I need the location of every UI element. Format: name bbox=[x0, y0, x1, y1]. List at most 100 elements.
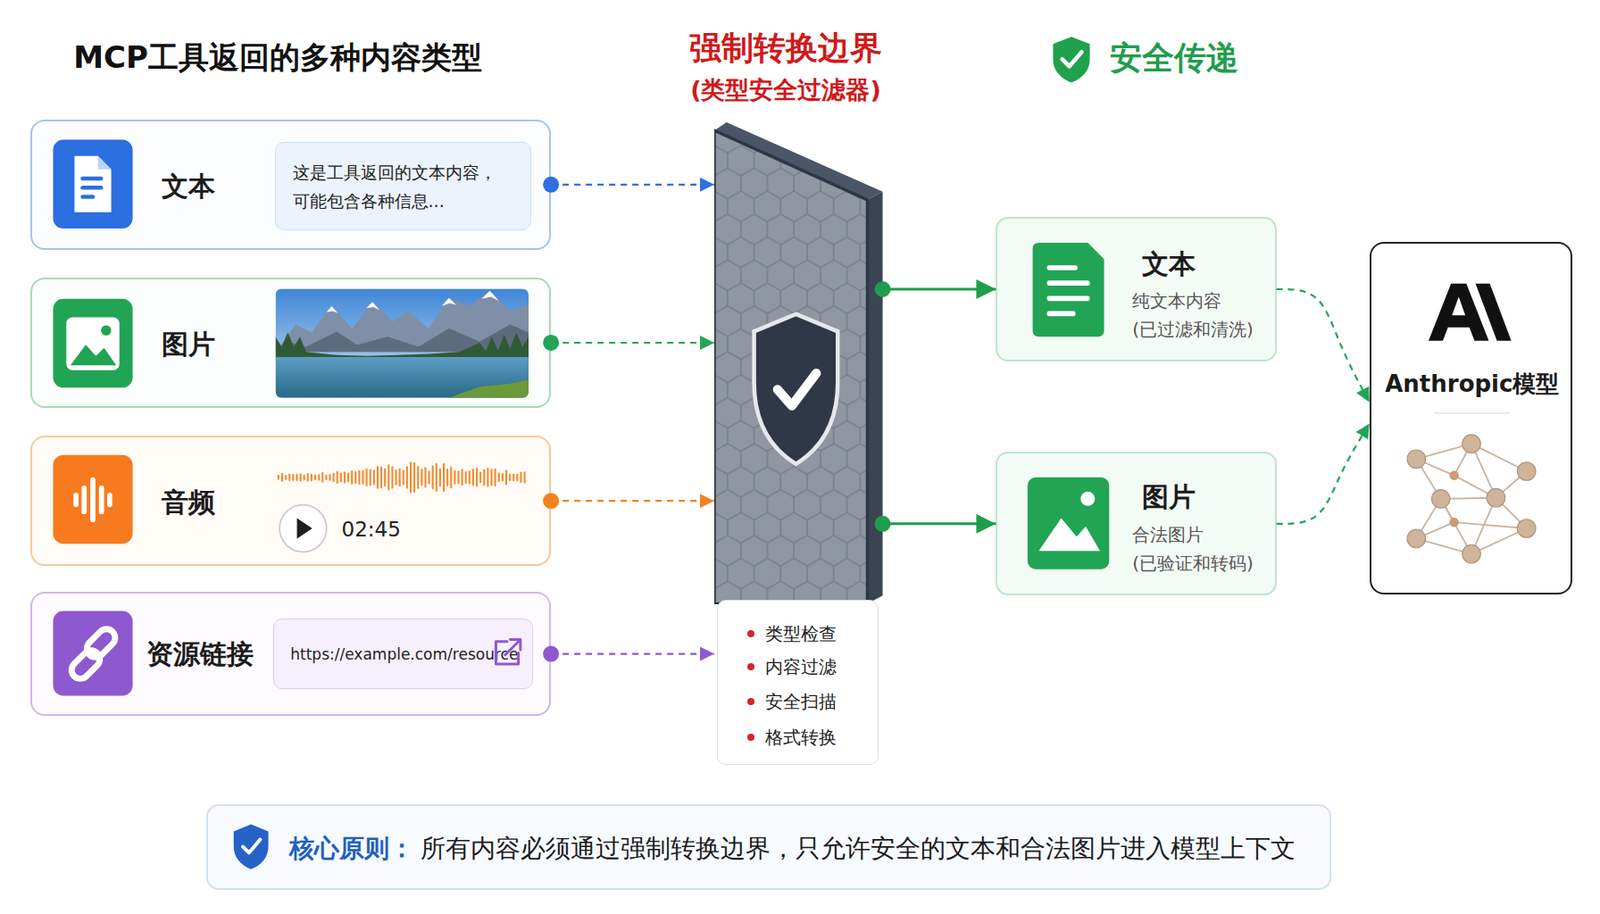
audio-waveform bbox=[453, 470, 456, 485]
neural-network-graphic bbox=[1495, 498, 1526, 529]
audio-waveform bbox=[409, 461, 412, 493]
node-text: 所有内容必须通过强制转换边界，只允许安全的文本和合法图片进入模型上下文 bbox=[420, 833, 1296, 865]
text-doc-icon bbox=[1047, 280, 1091, 286]
audio-waveform bbox=[428, 470, 431, 484]
wall-face bbox=[714, 130, 867, 604]
landscape-photo bbox=[275, 324, 529, 352]
neural-network-graphic bbox=[1416, 499, 1441, 540]
model-box: Anthropic模型 bbox=[1369, 241, 1573, 595]
audio-waveform bbox=[519, 472, 522, 484]
connector-dot bbox=[542, 334, 559, 351]
landscape-photo bbox=[326, 306, 339, 314]
audio-waveform bbox=[366, 468, 368, 488]
content-card: 资源链接 https://example.com/resource bbox=[30, 591, 551, 717]
shield-symbol bbox=[754, 314, 839, 465]
node-text: 这是工具返回的文本内容， 可能包含各种信息... bbox=[292, 158, 511, 216]
node-text: 内容过滤 bbox=[765, 656, 837, 678]
audio-waveform bbox=[406, 466, 409, 489]
audio-waveform bbox=[424, 466, 426, 488]
neural-network-graphic bbox=[1471, 528, 1527, 555]
external-link-icon bbox=[495, 640, 520, 665]
node-text: 资源链接 bbox=[146, 638, 254, 671]
principle-shield-icon bbox=[233, 824, 269, 869]
audio-waveform bbox=[314, 475, 317, 481]
neural-network-graphic bbox=[1416, 522, 1454, 539]
audio-icon bbox=[107, 492, 113, 508]
safe-shield-icon bbox=[1052, 36, 1090, 83]
check-list-box: 类型检查内容过滤安全扫描格式转换 bbox=[716, 600, 879, 766]
audio-icon bbox=[99, 485, 105, 515]
audio-waveform bbox=[380, 466, 383, 489]
neural-network-graphic bbox=[1407, 434, 1536, 564]
audio-waveform bbox=[468, 470, 471, 484]
flow-arrow bbox=[1276, 289, 1370, 403]
landscape-photo bbox=[449, 379, 529, 399]
flow-arrow bbox=[550, 341, 715, 344]
audio-icon bbox=[73, 492, 79, 508]
audio-waveform bbox=[291, 474, 294, 482]
audio-waveform bbox=[439, 467, 442, 487]
audio-waveform bbox=[461, 469, 464, 487]
content-card: 图片 bbox=[30, 277, 551, 409]
neural-network-graphic bbox=[1407, 450, 1426, 469]
audio-icon bbox=[81, 485, 87, 515]
neural-network-graphic bbox=[1462, 434, 1482, 454]
node-text: 音频 bbox=[161, 486, 216, 519]
audio-waveform bbox=[358, 470, 360, 485]
audio-waveform bbox=[465, 471, 467, 484]
principle-box: 核心原则：所有内容必须通过强制转换边界，只允许安全的文本和合法图片进入模型上下文 bbox=[206, 804, 1333, 891]
audio-waveform bbox=[347, 472, 350, 483]
connector-dot bbox=[542, 176, 559, 193]
audio-waveform bbox=[340, 472, 342, 483]
dot-group bbox=[542, 176, 891, 663]
audio-waveform bbox=[281, 473, 284, 483]
image-icon bbox=[70, 344, 117, 366]
neural-network-graphic bbox=[1471, 443, 1496, 499]
neural-network-graphic bbox=[1407, 434, 1536, 564]
neural-network-graphic bbox=[1416, 443, 1472, 459]
audio-waveform bbox=[416, 466, 419, 490]
node-text: 类型检查 bbox=[765, 623, 837, 645]
document-icon bbox=[74, 156, 111, 213]
audio-waveform bbox=[277, 475, 280, 481]
url-box: https://example.com/resource bbox=[273, 618, 534, 690]
audio-waveform bbox=[457, 470, 459, 484]
node-text: 格式转换 bbox=[765, 726, 837, 749]
audio-waveform bbox=[475, 467, 478, 487]
neural-network-graphic bbox=[1450, 471, 1459, 480]
audio-waveform bbox=[284, 475, 287, 481]
image-icon bbox=[52, 299, 133, 388]
landscape-photo bbox=[441, 298, 457, 307]
output-box: 文本纯文本内容 (已过滤和清洗) bbox=[995, 216, 1276, 361]
play-button bbox=[279, 505, 327, 553]
audio-waveform bbox=[501, 473, 504, 483]
audio-waveform bbox=[303, 474, 306, 481]
audio-waveform bbox=[310, 474, 313, 483]
image-output-icon bbox=[1080, 491, 1095, 507]
audio-waveform bbox=[354, 471, 357, 484]
play-button bbox=[297, 518, 313, 540]
connector-dot bbox=[875, 281, 892, 298]
link-icon bbox=[52, 611, 133, 697]
link-icon bbox=[52, 611, 133, 697]
audio-waveform bbox=[479, 471, 482, 484]
neural-network-graphic bbox=[1454, 475, 1497, 499]
safe-shield-icon bbox=[1062, 51, 1083, 67]
audio-waveform bbox=[512, 474, 515, 483]
document-icon bbox=[52, 140, 133, 229]
audio-waveform bbox=[333, 473, 335, 483]
image-output-icon bbox=[1038, 518, 1100, 552]
neural-network-graphic bbox=[1416, 458, 1441, 500]
audio-waveform bbox=[288, 474, 291, 483]
node-text: (类型安全过滤器) bbox=[690, 75, 882, 104]
audio-waveform bbox=[373, 469, 375, 485]
audio-waveform bbox=[328, 474, 331, 482]
text-doc-icon bbox=[1047, 311, 1076, 317]
link-icon bbox=[67, 647, 104, 684]
link-icon bbox=[83, 625, 119, 662]
audio-waveform bbox=[446, 468, 449, 487]
neural-network-graphic bbox=[1454, 443, 1472, 475]
audio-waveform bbox=[300, 473, 302, 482]
landscape-photo bbox=[366, 301, 380, 310]
